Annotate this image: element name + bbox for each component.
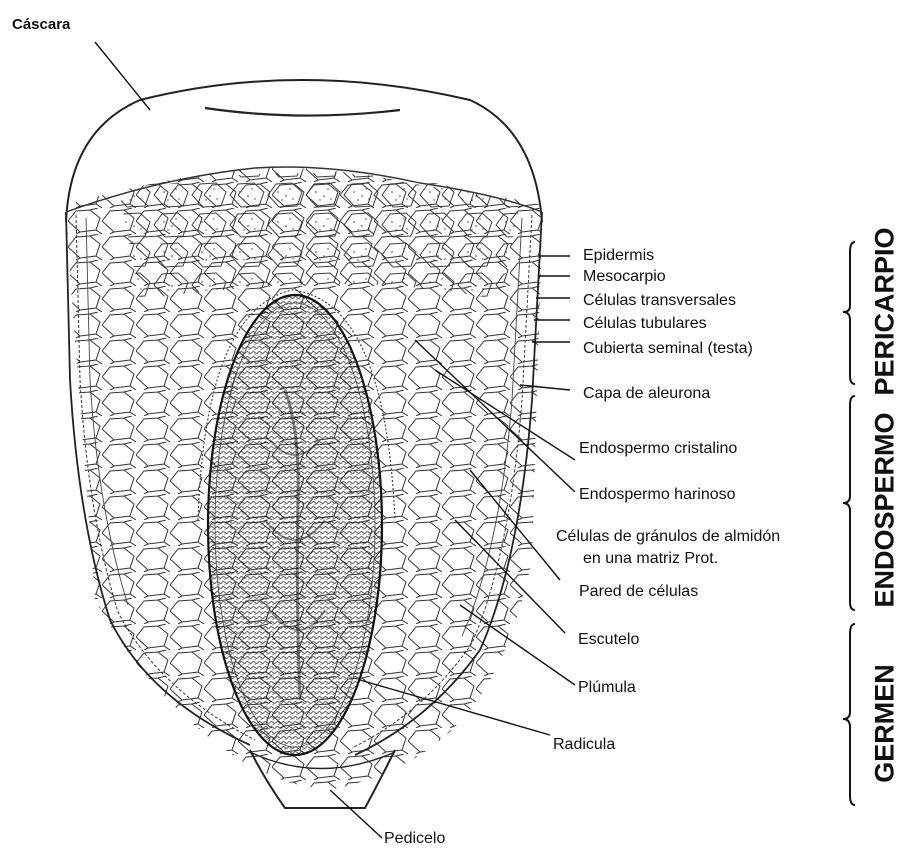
section-endospermo: ENDOSPERMO <box>870 428 901 608</box>
label-celulas-granulos-line1: Células de gránulos de almidón <box>556 528 780 546</box>
label-endospermo-harinoso: Endospermo harinoso <box>579 486 736 504</box>
germ-ellipse <box>208 295 382 755</box>
section-braces <box>843 242 855 805</box>
section-germen: GERMEN <box>870 634 901 814</box>
label-epidermis: Epidermis <box>583 247 654 265</box>
tip-curve <box>205 108 400 116</box>
label-celulas-granulos-line2: en una matriz Prot. <box>583 550 718 568</box>
label-escutelo: Escutelo <box>578 631 639 649</box>
label-cascara: Cáscara <box>12 16 70 34</box>
label-pedicelo: Pedicelo <box>384 830 445 848</box>
label-celulas-transversales: Células transversales <box>583 292 736 310</box>
label-cubierta-seminal: Cubierta seminal (testa) <box>583 340 753 358</box>
label-mesocarpio: Mesocarpio <box>583 268 666 286</box>
label-capa-aleurona: Capa de aleurona <box>583 385 710 403</box>
label-radicula: Radicula <box>553 736 615 754</box>
label-plumula: Plúmula <box>578 679 636 697</box>
label-celulas-tubulares: Células tubulares <box>583 315 707 333</box>
label-pared-celulas: Pared de células <box>579 583 698 601</box>
section-pericarpio: PERICARPIO <box>870 222 901 402</box>
label-endospermo-cristalino: Endospermo cristalino <box>579 440 737 458</box>
